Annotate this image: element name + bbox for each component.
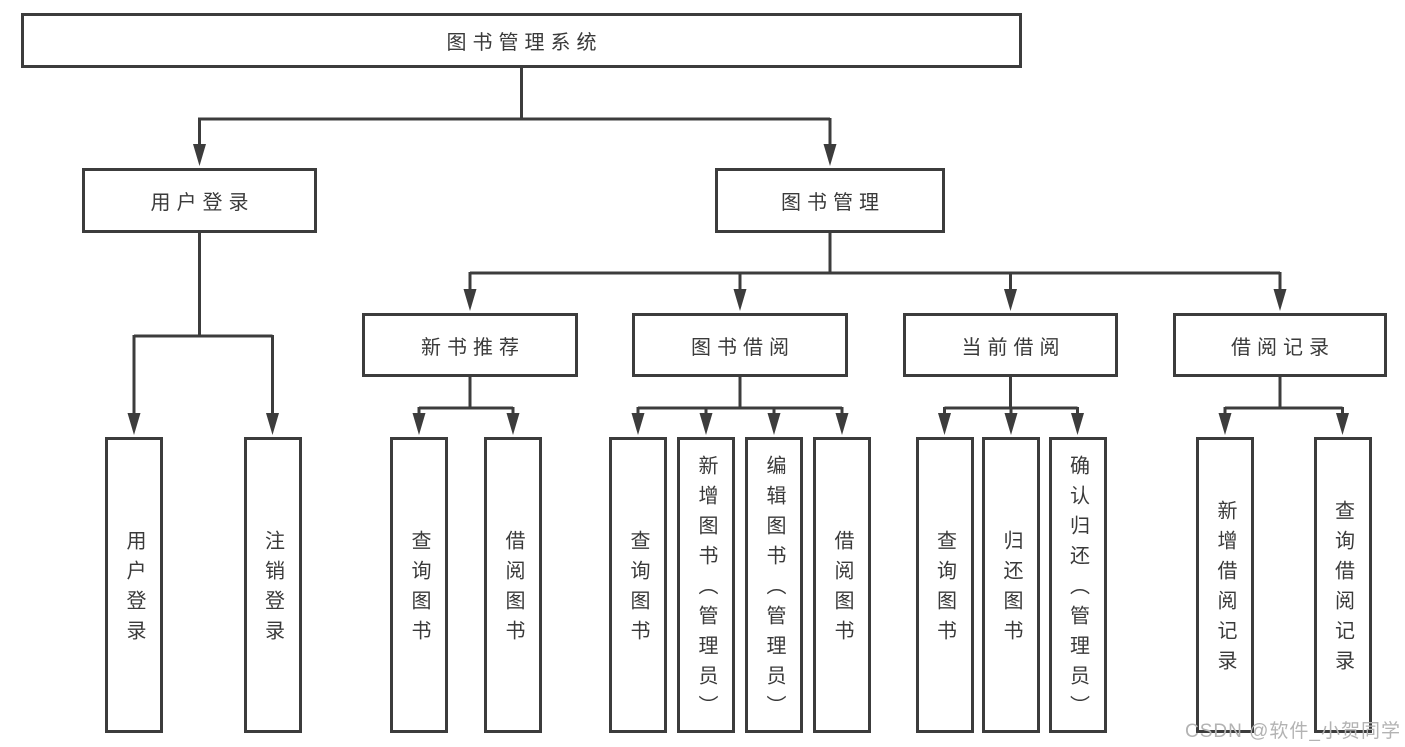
node-edit-book-admin: 编辑图书（管理员） [745, 437, 803, 733]
node-book-borrowing: 图书借阅 [632, 313, 848, 377]
connector-user-login-branch [127, 233, 279, 435]
connector-new-book-branch [412, 377, 520, 435]
node-query-books-current: 查询图书 [915, 437, 974, 733]
node-query-books-recommend: 查询图书 [390, 437, 448, 733]
node-add-borrow-record: 新增借阅记录 [1196, 437, 1254, 733]
connector-book-borrow-branch [631, 377, 849, 435]
node-user-login-leaf: 用户登录 [105, 437, 163, 733]
connector-current-borrow-branch [938, 377, 1084, 435]
node-logout: 注销登录 [243, 437, 302, 733]
node-borrow-books-recommend: 借阅图书 [484, 437, 542, 733]
node-borrow-books-borrowing: 借阅图书 [813, 437, 871, 733]
node-user-login: 用户登录 [82, 168, 317, 233]
csdn-watermark: CSDN @软件_小贺同学 [1185, 721, 1401, 742]
node-new-book-recommendation: 新书推荐 [362, 313, 578, 377]
node-library-management-system: 图书管理系统 [21, 13, 1022, 68]
connector-book-management-branch [463, 233, 1287, 311]
node-query-borrow-record: 查询借阅记录 [1313, 437, 1372, 733]
node-book-management: 图书管理 [715, 168, 945, 233]
node-current-borrowing: 当前借阅 [903, 313, 1118, 377]
connector-borrow-record-branch [1218, 377, 1349, 435]
connector-root-branch [193, 68, 837, 166]
node-confirm-return-admin: 确认归还（管理员） [1048, 437, 1107, 733]
node-borrowing-records: 借阅记录 [1173, 313, 1387, 377]
node-add-book-admin: 新增图书（管理员） [677, 437, 735, 733]
node-return-books: 归还图书 [982, 437, 1040, 733]
node-query-books-borrowing: 查询图书 [609, 437, 667, 733]
